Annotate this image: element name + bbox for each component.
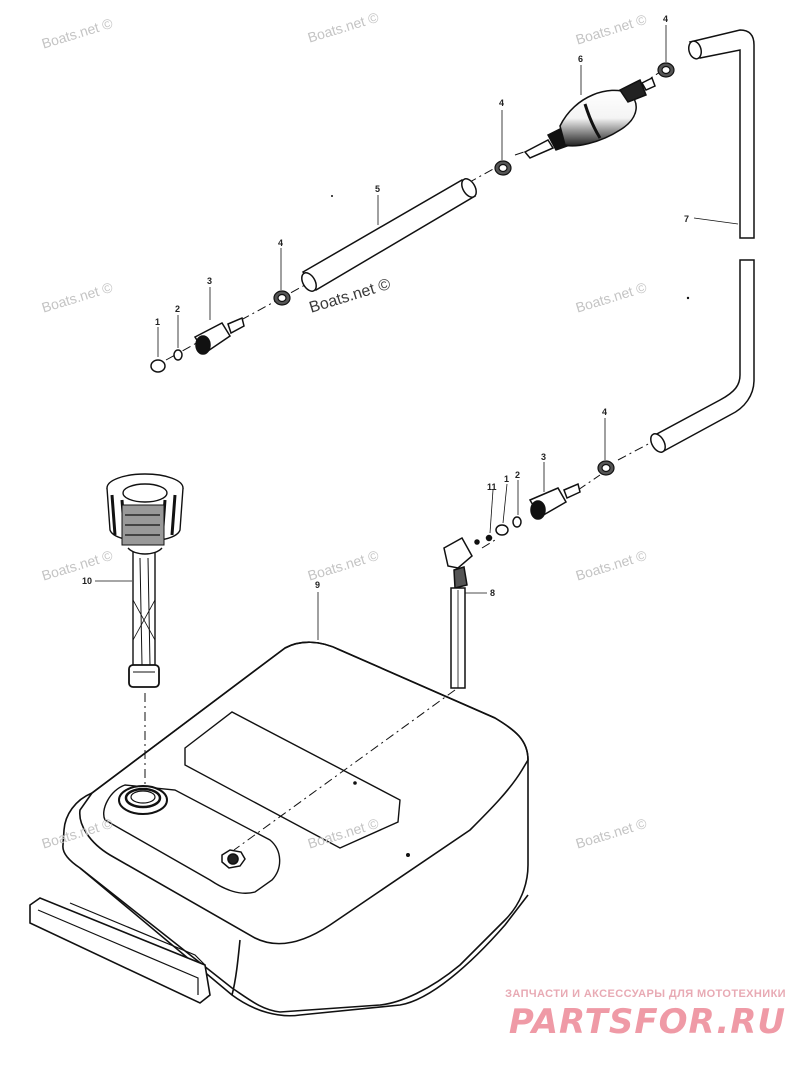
assembly-line-mid	[467, 167, 496, 184]
assembly-line-right	[481, 539, 496, 549]
hose-clamp-top	[657, 62, 675, 78]
callout-10: 10	[82, 576, 92, 586]
brand-tagline: ЗАПЧАСТИ И АКСЕССУАРЫ ДЛЯ МОТОТЕХНИКИ	[505, 988, 786, 1000]
o-ring-left	[150, 359, 166, 373]
hose-clamp-right	[597, 460, 615, 476]
assembly-line-left	[165, 339, 203, 361]
right-connector-group	[485, 482, 581, 542]
assembly-line-pickup	[233, 689, 456, 851]
brand-wordmark: PARTSFOR.RU	[508, 1002, 786, 1042]
primer-bulb	[523, 76, 656, 159]
fuel-pickup	[443, 536, 480, 689]
callout-4: 4	[663, 14, 668, 24]
callout-1: 1	[504, 474, 509, 484]
callout-4: 4	[499, 98, 504, 108]
callout-4: 4	[278, 238, 283, 248]
brand-logo: ЗАПЧАСТИ И АКСЕССУАРЫ ДЛЯ МОТОТЕХНИКИ PA…	[505, 988, 786, 1042]
callout-9: 9	[315, 580, 320, 590]
callout-8: 8	[490, 588, 495, 598]
callout-numbers: 1 2 3 4 5 4 6 4 7 4 3 2 1 11 8 9 10	[82, 14, 689, 598]
fuel-hose-7	[650, 29, 755, 454]
left-connector-group	[150, 316, 245, 373]
assembly-line-right-b	[577, 474, 601, 491]
callout-leaders	[95, 25, 739, 640]
hose-clamp-left	[273, 290, 291, 306]
callout-2: 2	[175, 304, 180, 314]
callout-6: 6	[578, 54, 583, 64]
callout-1: 1	[155, 317, 160, 327]
callout-5: 5	[375, 184, 380, 194]
callout-3: 3	[207, 276, 212, 286]
washer-left	[173, 349, 183, 361]
callout-11: 11	[487, 482, 497, 492]
fuel-tank	[29, 641, 529, 1017]
fuel-hose-5	[301, 178, 477, 292]
callout-3: 3	[541, 452, 546, 462]
fuel-gauge	[106, 473, 184, 688]
callout-4: 4	[602, 407, 607, 417]
assembly-line-right-c	[617, 441, 653, 461]
hose-clamp-mid	[494, 160, 512, 176]
callout-2: 2	[515, 470, 520, 480]
callout-7: 7	[684, 214, 689, 224]
assembly-line-left-b	[240, 284, 306, 321]
